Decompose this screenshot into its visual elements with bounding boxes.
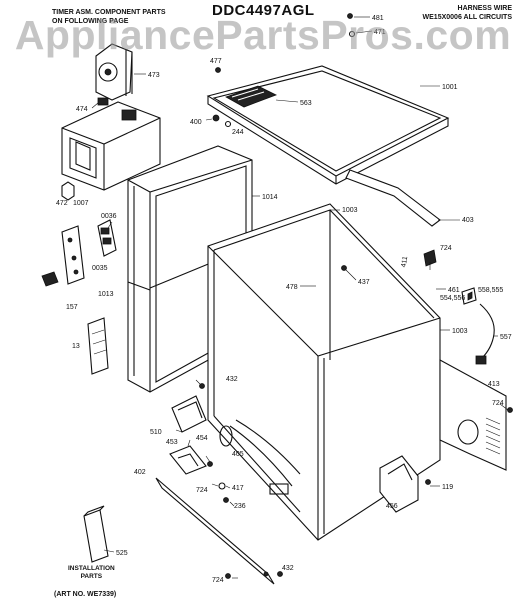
part-label-403: 403 (462, 217, 474, 224)
part-label-0035: 0035 (92, 265, 108, 272)
part-label-525: 525 (116, 550, 128, 557)
part-label-236: 236 (234, 503, 246, 510)
part-label-724-c: 724 (196, 487, 208, 494)
timer-assembly (95, 43, 133, 101)
model-number: DDC4497AGL (212, 2, 315, 19)
nameplate (87, 317, 109, 375)
part-label-471: 471 (374, 29, 386, 36)
installation-line1: INSTALLATION (68, 565, 115, 572)
power-cord (475, 303, 495, 365)
part-labels: 481 471 473 477 1001 474 563 400 244 472… (56, 15, 512, 584)
control-housing (61, 101, 161, 191)
part-label-1007: 1007 (73, 200, 89, 207)
trim-strip (345, 169, 441, 227)
part-label-454: 454 (196, 435, 208, 442)
rotary-switch (41, 271, 59, 287)
installation-line2: PARTS (80, 573, 103, 580)
installation-bag (83, 505, 109, 563)
part-label-557: 557 (500, 334, 512, 341)
part-label-400: 400 (190, 119, 202, 126)
part-label-724-a: 724 (440, 245, 452, 252)
part-label-1013: 1013 (98, 291, 114, 298)
part-label-481: 481 (372, 15, 384, 22)
harness-note: HARNESS WIRE WE15X0006 ALL CIRCUITS (423, 4, 512, 22)
part-label-477: 477 (210, 58, 222, 65)
part-label-472: 472 (56, 200, 68, 207)
idler-bracket (169, 445, 207, 475)
part-label-474: 474 (76, 106, 88, 113)
timer-note-line2: ON FOLLOWING PAGE (52, 18, 129, 25)
part-label-437: 437 (358, 279, 370, 286)
fasteners (199, 13, 513, 579)
part-label-1003-top: 1003 (342, 207, 358, 214)
part-label-411: 411 (400, 256, 409, 268)
timer-note-line1: TIMER ASM. COMPONENT PARTS (52, 9, 166, 16)
installation-parts-caption: INSTALLATION PARTS (68, 565, 115, 581)
part-label-417: 417 (232, 485, 244, 492)
terminal-block (461, 287, 477, 305)
part-label-554-556: 554,556 (440, 295, 465, 302)
part-label-453: 453 (166, 439, 178, 446)
toe-kick (155, 477, 275, 585)
part-label-456: 456 (386, 503, 398, 510)
control-panel (61, 225, 85, 285)
part-label-402: 402 (134, 469, 146, 476)
control-label-plate (225, 85, 277, 108)
harness-note-line2: WE15X0006 ALL CIRCUITS (422, 14, 512, 21)
part-label-563: 563 (300, 100, 312, 107)
timer-knob (97, 97, 109, 106)
push-button-switch (97, 219, 117, 257)
part-label-157: 157 (66, 304, 78, 311)
part-label-1014: 1014 (262, 194, 278, 201)
part-label-461: 461 (448, 287, 460, 294)
part-label-724-b: 724 (492, 400, 504, 407)
part-label-405: 405 (232, 451, 244, 458)
part-label-473: 473 (148, 72, 160, 79)
part-label-432-b: 432 (282, 565, 294, 572)
part-label-13: 13 (72, 343, 80, 350)
bearing-bracket (171, 395, 207, 433)
harness-note-line1: HARNESS WIRE (457, 5, 512, 12)
part-label-119: 119 (442, 484, 453, 491)
leader-lines (91, 16, 509, 579)
part-label-1001: 1001 (442, 84, 458, 91)
part-label-478: 478 (286, 284, 298, 291)
part-label-244: 244 (232, 129, 244, 136)
part-label-413: 413 (488, 381, 500, 388)
rear-panel (439, 359, 507, 471)
timer-note: TIMER ASM. COMPONENT PARTS ON FOLLOWING … (52, 8, 166, 26)
part-label-724-d: 724 (212, 577, 224, 584)
part-label-432-a: 432 (226, 376, 238, 383)
door-switch (423, 249, 437, 267)
part-label-1003-side: 1003 (452, 328, 468, 335)
art-number: (ART NO. WE7339) (54, 591, 117, 598)
part-label-558-555: 558,555 (478, 287, 503, 294)
part-label-510: 510 (150, 429, 162, 436)
small-bracket (61, 181, 75, 201)
part-label-0036: 0036 (101, 213, 117, 220)
